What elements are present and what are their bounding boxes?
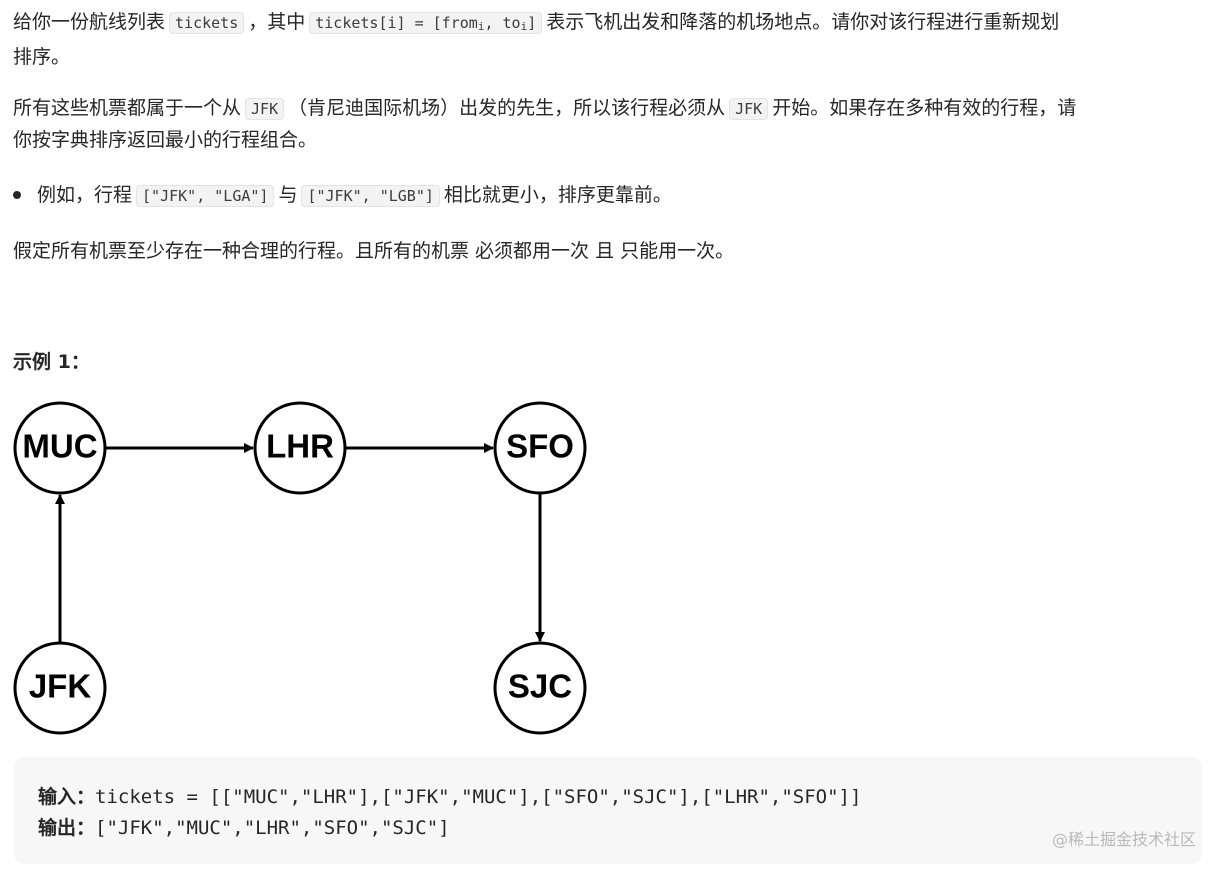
- node-lhr: LHR: [253, 401, 347, 495]
- node-circle: [13, 401, 107, 495]
- node-label: MUC: [22, 428, 97, 465]
- code-jfk: JFK: [729, 98, 769, 120]
- itinerary-graph: MUC LHR SFO JFK SJC: [13, 401, 587, 735]
- code-itinerary-b: ["JFK", "LGB"]: [301, 185, 440, 207]
- example-title: 示例 1：: [13, 351, 90, 373]
- input-value: tickets = [["MUC","LHR"],["JFK","MUC"],[…: [95, 786, 862, 808]
- node-label: SFO: [506, 428, 574, 465]
- node-circle: [493, 401, 587, 495]
- output-line: 输出：["JFK","MUC","LHR","SFO","SJC"]: [38, 817, 450, 839]
- problem-paragraph-3: 假定所有机票至少存在一种合理的行程。且所有的机票 必须都用一次 且 只能用一次。: [13, 240, 735, 262]
- bullet-point: [13, 191, 21, 199]
- node-jfk: JFK: [13, 641, 107, 735]
- node-label: JFK: [29, 668, 92, 705]
- code-ticket-definition: tickets[i] = [fromi, toi]: [309, 12, 543, 34]
- node-circle: [13, 641, 107, 735]
- node-label: LHR: [266, 428, 334, 465]
- node-sjc: SJC: [493, 641, 587, 735]
- node-sfo: SFO: [493, 401, 587, 495]
- node-circle: [253, 401, 347, 495]
- node-label: SJC: [508, 668, 572, 705]
- node-muc: MUC: [13, 401, 107, 495]
- example-bullet: 例如，行程["JFK", "LGA"]与["JFK", "LGB"]相比就更小，…: [37, 184, 672, 207]
- code-itinerary-a: ["JFK", "LGA"]: [136, 185, 275, 207]
- watermark: @稀土掘金技术社区: [1051, 830, 1196, 849]
- code-tickets: tickets: [169, 12, 245, 34]
- output-value: ["JFK","MUC","LHR","SFO","SJC"]: [95, 817, 450, 839]
- code-jfk: JFK: [245, 98, 285, 120]
- input-line: 输入：tickets = [["MUC","LHR"],["JFK","MUC"…: [38, 786, 862, 808]
- example-io-block: 输入：tickets = [["MUC","LHR"],["JFK","MUC"…: [14, 757, 1202, 864]
- node-circle: [493, 641, 587, 735]
